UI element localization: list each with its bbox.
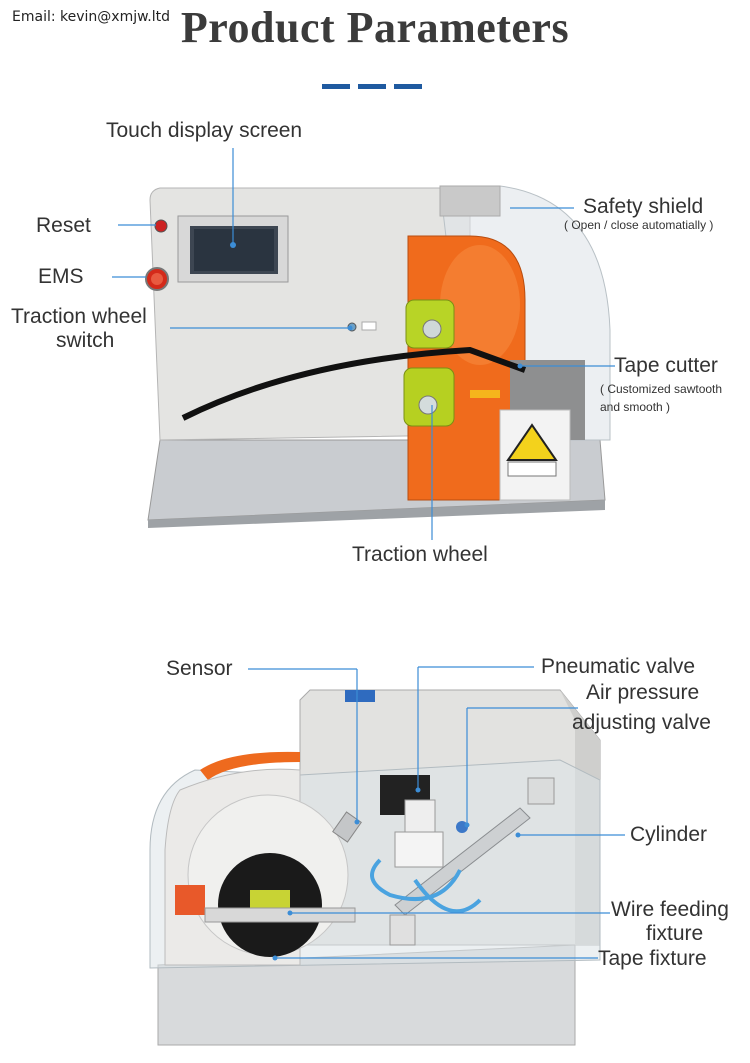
label-tape-cutter-note: ( Customized sawtooth (600, 382, 723, 396)
label-touch-display: Touch display screen (106, 119, 303, 142)
label-safety-shield-note: ( Open / close automatially ) (564, 218, 714, 232)
label-reset: Reset (36, 214, 91, 237)
label-air-pressure: Air pressure (586, 681, 700, 704)
label-sensor: Sensor (166, 657, 233, 680)
label-wire-feeding: Wire feeding (611, 898, 729, 921)
label-tape-cutter-note-2: and smooth ) (600, 400, 671, 414)
email-text: Email: kevin@xmjw.ltd (12, 9, 170, 25)
label-traction-switch: Traction wheel (11, 305, 147, 328)
label-air-pressure-2: adjusting valve (572, 711, 711, 734)
callout-lines-2 (248, 666, 625, 961)
title-underline-dash (394, 84, 422, 89)
machine-front-view (145, 185, 611, 528)
label-safety-shield: Safety shield (583, 195, 704, 218)
label-tape-fixture: Tape fixture (598, 947, 707, 970)
label-cylinder: Cylinder (630, 823, 708, 846)
page-title: Product Parameters (180, 3, 570, 52)
label-tape-cutter: Tape cutter (614, 354, 718, 377)
label-ems: EMS (38, 265, 84, 288)
label-traction-wheel: Traction wheel (352, 543, 488, 566)
label-wire-feeding-2: fixture (646, 922, 704, 945)
callout-lines-1 (112, 148, 615, 540)
label-traction-switch-2: switch (56, 329, 115, 352)
title-underline-dash (358, 84, 386, 89)
label-pneumatic-valve: Pneumatic valve (541, 655, 696, 678)
title-underline-dash (322, 84, 350, 89)
machine-side-view (149, 689, 601, 1046)
